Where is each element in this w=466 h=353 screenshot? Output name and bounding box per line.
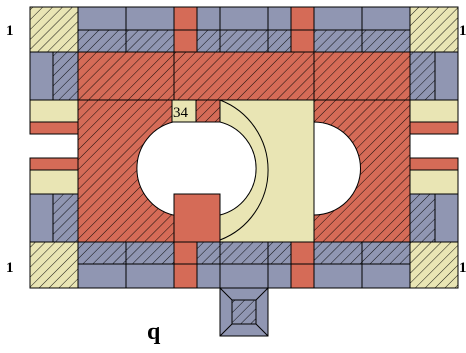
right-wall bbox=[409, 51, 459, 243]
bottom-hatched-band bbox=[77, 241, 411, 265]
corner-label-bottom-right: 1 bbox=[459, 260, 466, 276]
top-hatched-band bbox=[77, 29, 411, 53]
corner-label-top-left: 1 bbox=[6, 23, 14, 39]
corner-bottom-left bbox=[29, 241, 79, 289]
corner-top-right bbox=[409, 6, 459, 53]
corner-label-bottom-left: 1 bbox=[6, 260, 14, 276]
corner-bottom-right bbox=[409, 241, 459, 289]
caption-label: q bbox=[147, 319, 161, 345]
corner-top-left bbox=[29, 6, 79, 53]
room-number-label: 34 bbox=[173, 105, 189, 121]
entrance-tower bbox=[219, 287, 269, 337]
room-label-box bbox=[171, 99, 197, 123]
right-opening bbox=[313, 121, 361, 216]
bottom-outer-band bbox=[77, 263, 411, 289]
left-wall bbox=[29, 51, 79, 243]
top-outer-band bbox=[77, 6, 411, 31]
red-block bbox=[173, 193, 221, 243]
corner-label-top-right: 1 bbox=[459, 23, 466, 39]
